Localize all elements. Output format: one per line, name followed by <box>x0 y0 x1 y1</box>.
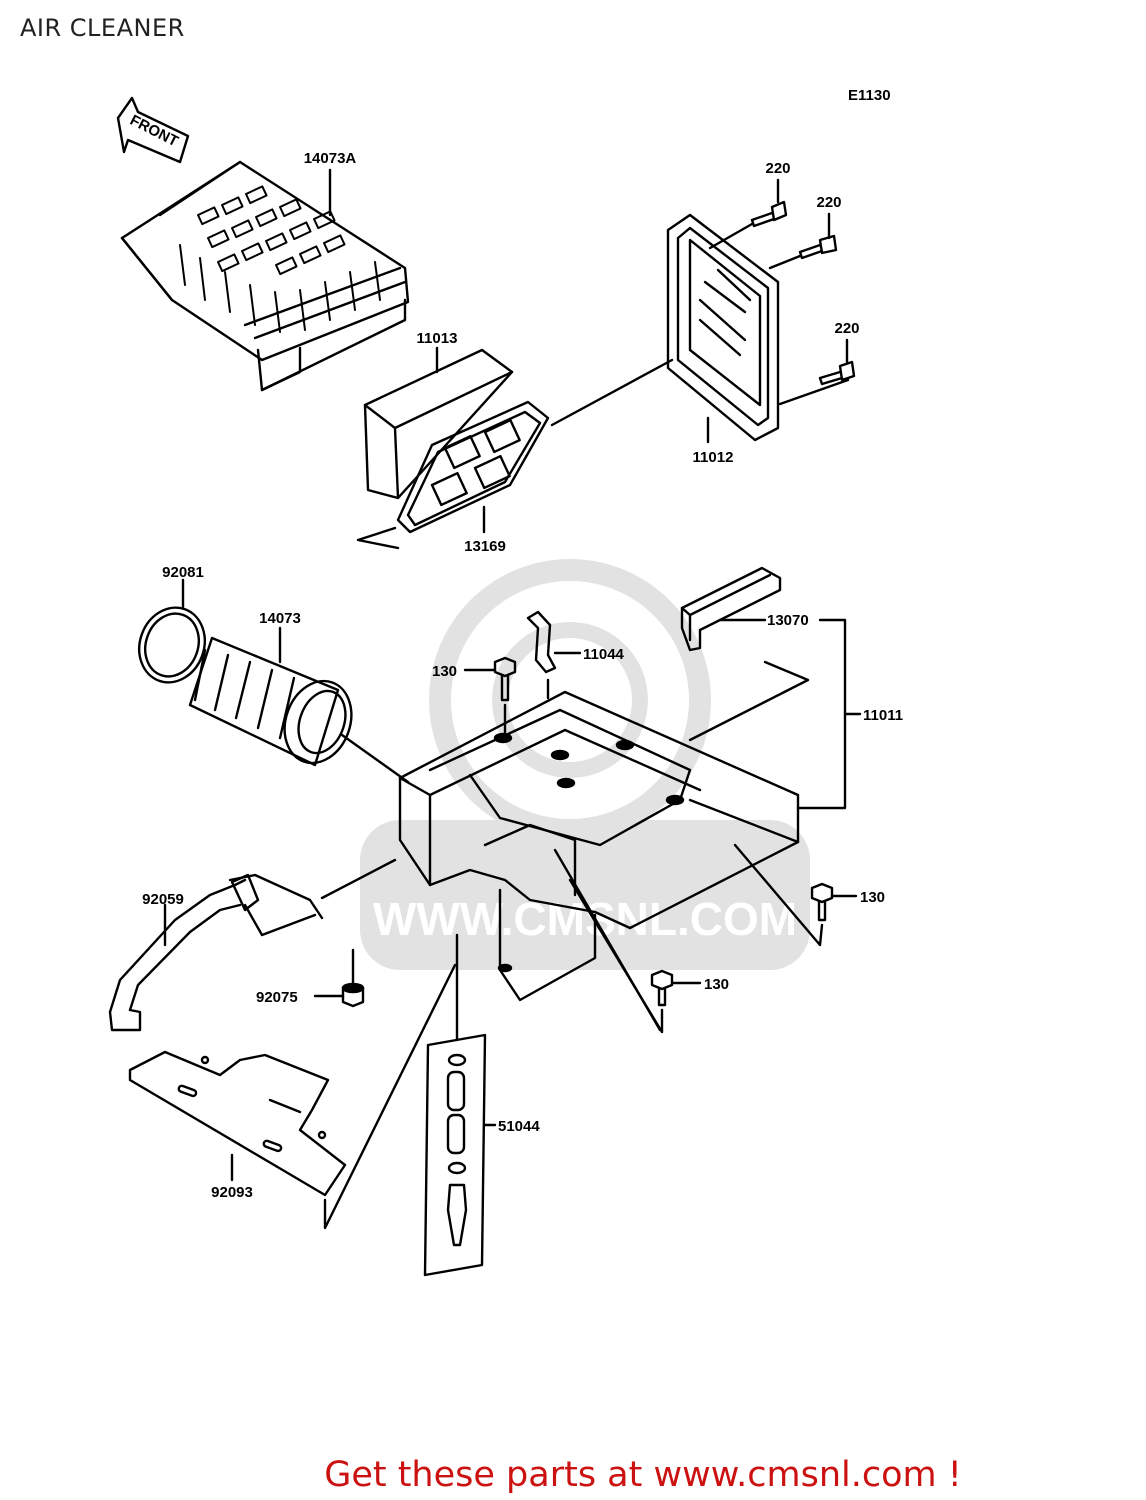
element-11013 <box>363 348 514 500</box>
case-11011 <box>398 690 800 1002</box>
ring-92081 <box>138 606 206 684</box>
label-92059: 92059 <box>142 891 184 908</box>
label-11013: 11013 <box>417 330 458 347</box>
stay-11044 <box>526 610 557 674</box>
bolt-130-a <box>493 656 517 702</box>
footer-promo: Get these parts at www.cmsnl.com ! <box>0 1455 1146 1495</box>
leader-130-b-ext <box>733 843 824 947</box>
leader-14073-ext <box>340 733 410 784</box>
label-92081: 92081 <box>162 564 204 581</box>
leader-220-b-ext <box>768 254 802 270</box>
leader-220-c-ext <box>778 378 850 406</box>
front-label: FRONT <box>127 112 181 151</box>
label-220-b: 220 <box>816 194 841 211</box>
front-arrow-icon <box>116 96 190 164</box>
holder-11012 <box>666 213 780 442</box>
footer-link[interactable]: Get these parts at www.cmsnl.com ! <box>324 1455 962 1495</box>
hose-92059 <box>108 873 324 1032</box>
grommet-92075 <box>341 982 365 1008</box>
label-220-c: 220 <box>834 320 859 337</box>
bolt-130-c <box>650 969 674 1007</box>
label-11012: 11012 <box>693 449 734 466</box>
label-130-a: 130 <box>432 663 457 680</box>
label-130-c: 130 <box>704 976 729 993</box>
bolt-130-b <box>810 882 834 922</box>
label-14073a: 14073A <box>304 150 357 167</box>
screw-220-a <box>750 200 788 228</box>
leader-92093-ext <box>323 963 457 1230</box>
bracket-11011 <box>796 618 847 810</box>
cover-14073a <box>120 160 410 392</box>
duct-14073 <box>188 636 353 767</box>
label-220-a: 220 <box>765 160 790 177</box>
screw-220-c <box>818 360 856 386</box>
label-92093: 92093 <box>211 1184 253 1201</box>
page-title: AIR CLEANER <box>20 14 185 42</box>
bracket-13070 <box>680 566 782 652</box>
leader-case-top <box>688 660 810 742</box>
label-51044: 51044 <box>498 1118 540 1135</box>
screen-13169 <box>356 400 550 550</box>
screw-220-b <box>798 234 838 260</box>
leader-holder <box>550 358 674 427</box>
diagram-code: E1130 <box>848 87 891 104</box>
plate-92093 <box>128 1050 347 1197</box>
leader-92059-ext <box>320 858 397 900</box>
label-11044: 11044 <box>583 646 625 663</box>
label-11011: 11011 <box>863 707 903 724</box>
leader-220-a-ext <box>708 222 754 250</box>
label-13169: 13169 <box>464 538 506 555</box>
label-92075: 92075 <box>256 989 298 1006</box>
drain-assembly-51044 <box>423 1033 487 1277</box>
label-130-b: 130 <box>860 889 885 906</box>
label-13070: 13070 <box>767 612 809 629</box>
label-14073: 14073 <box>259 610 301 627</box>
leader-130-c-ext2 <box>553 848 662 1032</box>
